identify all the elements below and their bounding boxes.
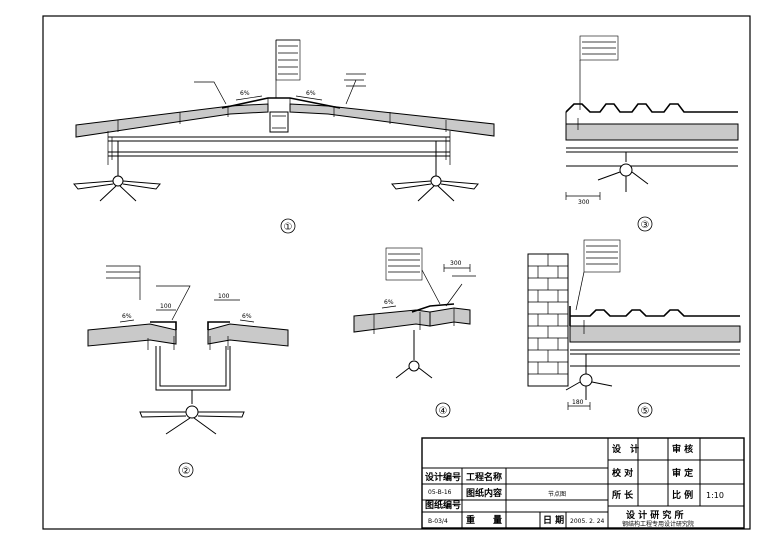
detail-1-slope-right: 6%: [306, 90, 316, 97]
tb-content-label: 图纸内容: [466, 487, 502, 499]
tb-weight-label: 重 量: [466, 514, 502, 526]
tb-project-label: 工程名称: [466, 471, 502, 483]
detail-1-slope-left: 6%: [240, 90, 250, 97]
tb-drawing-no-label: 图纸编号: [425, 499, 461, 511]
detail-2-slope-left: 6%: [122, 313, 132, 320]
detail-3-number: ③: [641, 220, 650, 231]
title-block: 设 计 审 核 设计编号 工程名称 校 对 审 定 05-B-16 图纸编号 图…: [421, 437, 745, 529]
hanger-left: [73, 141, 161, 202]
tb-design-label: 设 计: [612, 443, 639, 455]
tb-drawing-no-value: B-03/4: [428, 518, 448, 525]
drawing-frame: [42, 15, 751, 530]
tb-date-value: 2005. 2. 24: [570, 518, 605, 525]
tb-check-label: 校 对: [612, 467, 633, 479]
tb-institute-sub: 钢结构工程专用设计研究院: [622, 520, 694, 528]
detail-5-dim: 180: [572, 399, 584, 406]
detail-2-gutter: 100 100 6% 6% ②: [87, 265, 289, 478]
detail-3-dim: 300: [578, 199, 590, 206]
tb-director-label: 所 长: [612, 489, 634, 501]
tb-design-no-label: 设计编号: [425, 471, 461, 483]
detail-4-slope: 6%: [384, 299, 394, 306]
detail-3-eave: 300 ③: [565, 35, 739, 232]
detail-5-wall: 180 ⑤: [527, 239, 741, 418]
detail-2-number: ②: [182, 466, 191, 477]
detail-4-step: 300 6% ④: [353, 247, 476, 418]
tb-review-label: 审 核: [672, 443, 693, 455]
tb-approve-label: 审 定: [672, 467, 694, 479]
detail-2-slope-right: 6%: [242, 313, 252, 320]
tb-date-label: 日 期: [543, 514, 564, 526]
hanger-right: [391, 141, 479, 202]
tb-scale-value: 1:10: [706, 491, 724, 500]
detail-4-dim-top: 300: [450, 260, 462, 267]
hanger-2: [139, 390, 245, 435]
tb-institute-label: 设 计 研 究 所: [626, 509, 684, 521]
detail-4-number: ④: [439, 406, 448, 417]
detail-5-number: ⑤: [641, 406, 650, 417]
detail-1-ridge: 6% 6% ①: [73, 39, 495, 234]
detail-2-gap1: 100: [160, 303, 172, 310]
tb-content-value: 节点图: [548, 490, 566, 498]
tb-design-no-value: 05-B-16: [428, 489, 452, 496]
detail-2-gap2: 100: [218, 293, 230, 300]
detail-1-number: ①: [284, 222, 293, 233]
tb-scale-label: 比 例: [672, 489, 693, 501]
